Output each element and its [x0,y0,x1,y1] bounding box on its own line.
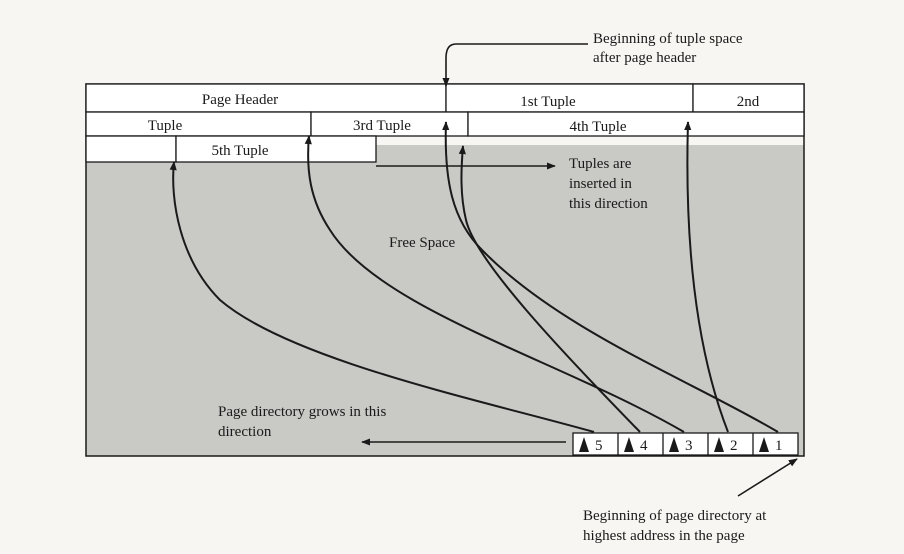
pointer-slot-5 [169,161,595,433]
tuple-space-begin-annotation-line-2: after page header [593,50,696,66]
tuple-1-label: 1st Tuple [520,94,576,110]
directory-slot-3: 3 [685,438,693,454]
directory-begin-annotation-line-1: Beginning of page directory at [583,508,767,524]
directory-slot-2: 2 [730,438,738,454]
pointer-slot-3 [304,135,685,433]
directory-slot-4: 4 [640,438,648,454]
directory-slot-pointer-icon [714,437,724,452]
tuple-5-cell [175,135,377,163]
tuple-3-cell [310,111,469,137]
free-space-region [86,145,804,456]
free-space-label: Free Space [389,235,456,251]
slot-pointers [169,121,779,433]
page-directory: 5 4 3 2 1 [572,432,799,456]
tuple-rows [85,83,805,163]
directory-growth-annotation-line-1: Page directory grows in this [218,404,386,420]
pointer-slot-1 [442,121,779,433]
tuple-4-continuation-cell [85,135,177,163]
insert-direction-annotation-line-3: this direction [569,196,648,212]
pointer-slot-2 [684,121,729,433]
tuple-2-continuation-cell [85,111,312,137]
insert-direction-annotation-line-1: Tuples are [569,156,632,172]
tuple-4-cell [467,111,805,137]
tuple-fragment-label: Tuple [148,118,183,134]
directory-start-arrow [737,458,798,497]
directory-growth-annotation-line-2: direction [218,424,272,440]
pointer-slot-4 [458,145,641,433]
directory-slot-pointer-icon [759,437,769,452]
tuple-2-label: 2nd [737,94,760,110]
page-header-label: Page Header [202,92,278,108]
tuple-3-label: 3rd Tuple [353,118,411,134]
directory-slot-5: 5 [595,438,603,454]
tuple-space-start-arrow [442,43,588,87]
directory-slot-pointer-icon [669,437,679,452]
tuple-2-cell [692,83,805,113]
directory-slot-1: 1 [775,438,783,454]
insert-direction-annotation-line-2: inserted in [569,176,632,192]
tuple-4-label: 4th Tuple [569,119,626,135]
page-header-cell [85,83,447,113]
tuple-5-label: 5th Tuple [211,143,268,159]
directory-begin-annotation-line-2: highest address in the page [583,528,745,544]
directory-slot-pointer-icon [624,437,634,452]
directory-slot-pointer-icon [579,437,589,452]
tuple-space-begin-annotation-line-1: Beginning of tuple space [593,31,743,47]
